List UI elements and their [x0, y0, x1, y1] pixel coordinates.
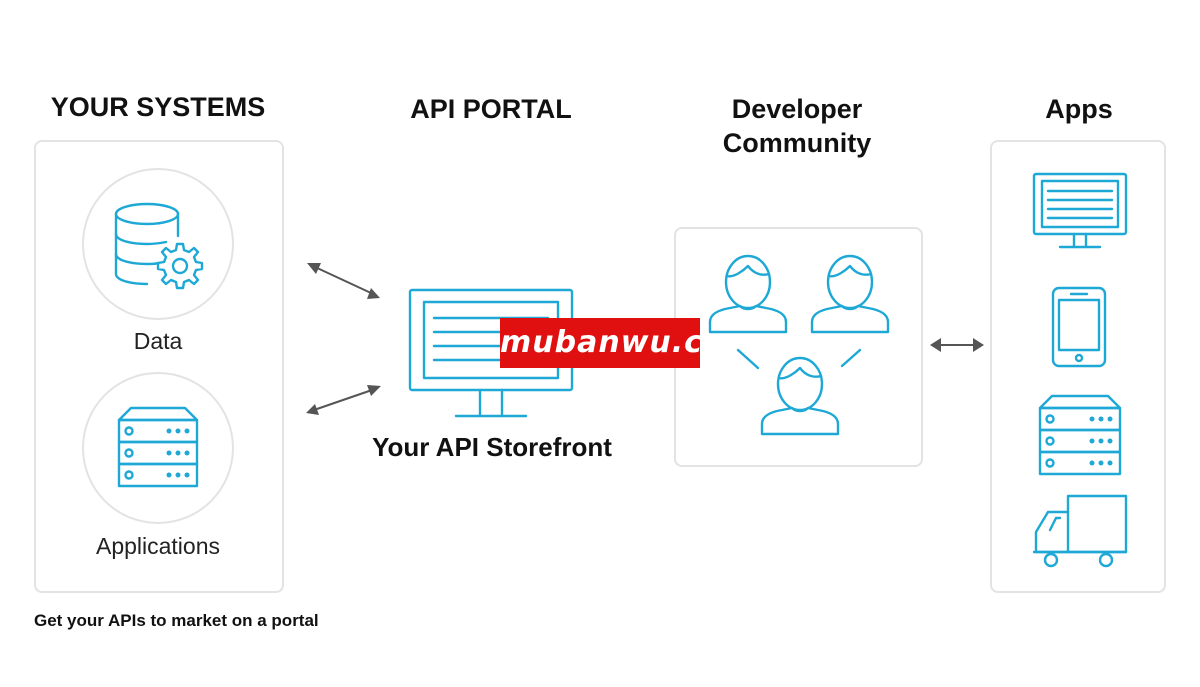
heading-api-portal: API PORTAL — [410, 94, 572, 124]
data-label: Data — [133, 328, 183, 354]
double-arrow-icon — [306, 385, 381, 415]
double-arrow-icon — [307, 263, 380, 299]
heading-developer-line1: Developer — [731, 94, 863, 124]
app-monitor-icon — [1032, 172, 1128, 249]
heading-apps: Apps — [1045, 94, 1113, 124]
watermark-banner: mubanwu.cc — [500, 318, 721, 368]
double-arrow-icon — [930, 338, 984, 352]
app-server-icon — [1038, 394, 1122, 476]
database-gear-icon — [114, 202, 204, 290]
heading-developer-line2: Community — [722, 128, 872, 158]
smartphone-icon — [1051, 286, 1107, 368]
truck-icon — [1032, 494, 1128, 568]
heading-your-systems: YOUR SYSTEMS — [50, 92, 266, 122]
server-icon — [117, 406, 199, 488]
storefront-label: Your API Storefront — [372, 432, 612, 462]
heading-developer-community: Developer Community — [690, 92, 904, 160]
applications-circle — [82, 372, 234, 524]
developer-community-panel — [674, 227, 923, 467]
users-icon — [708, 254, 890, 436]
diagram-caption: Get your APIs to market on a portal — [34, 611, 319, 630]
applications-label: Applications — [95, 533, 221, 559]
